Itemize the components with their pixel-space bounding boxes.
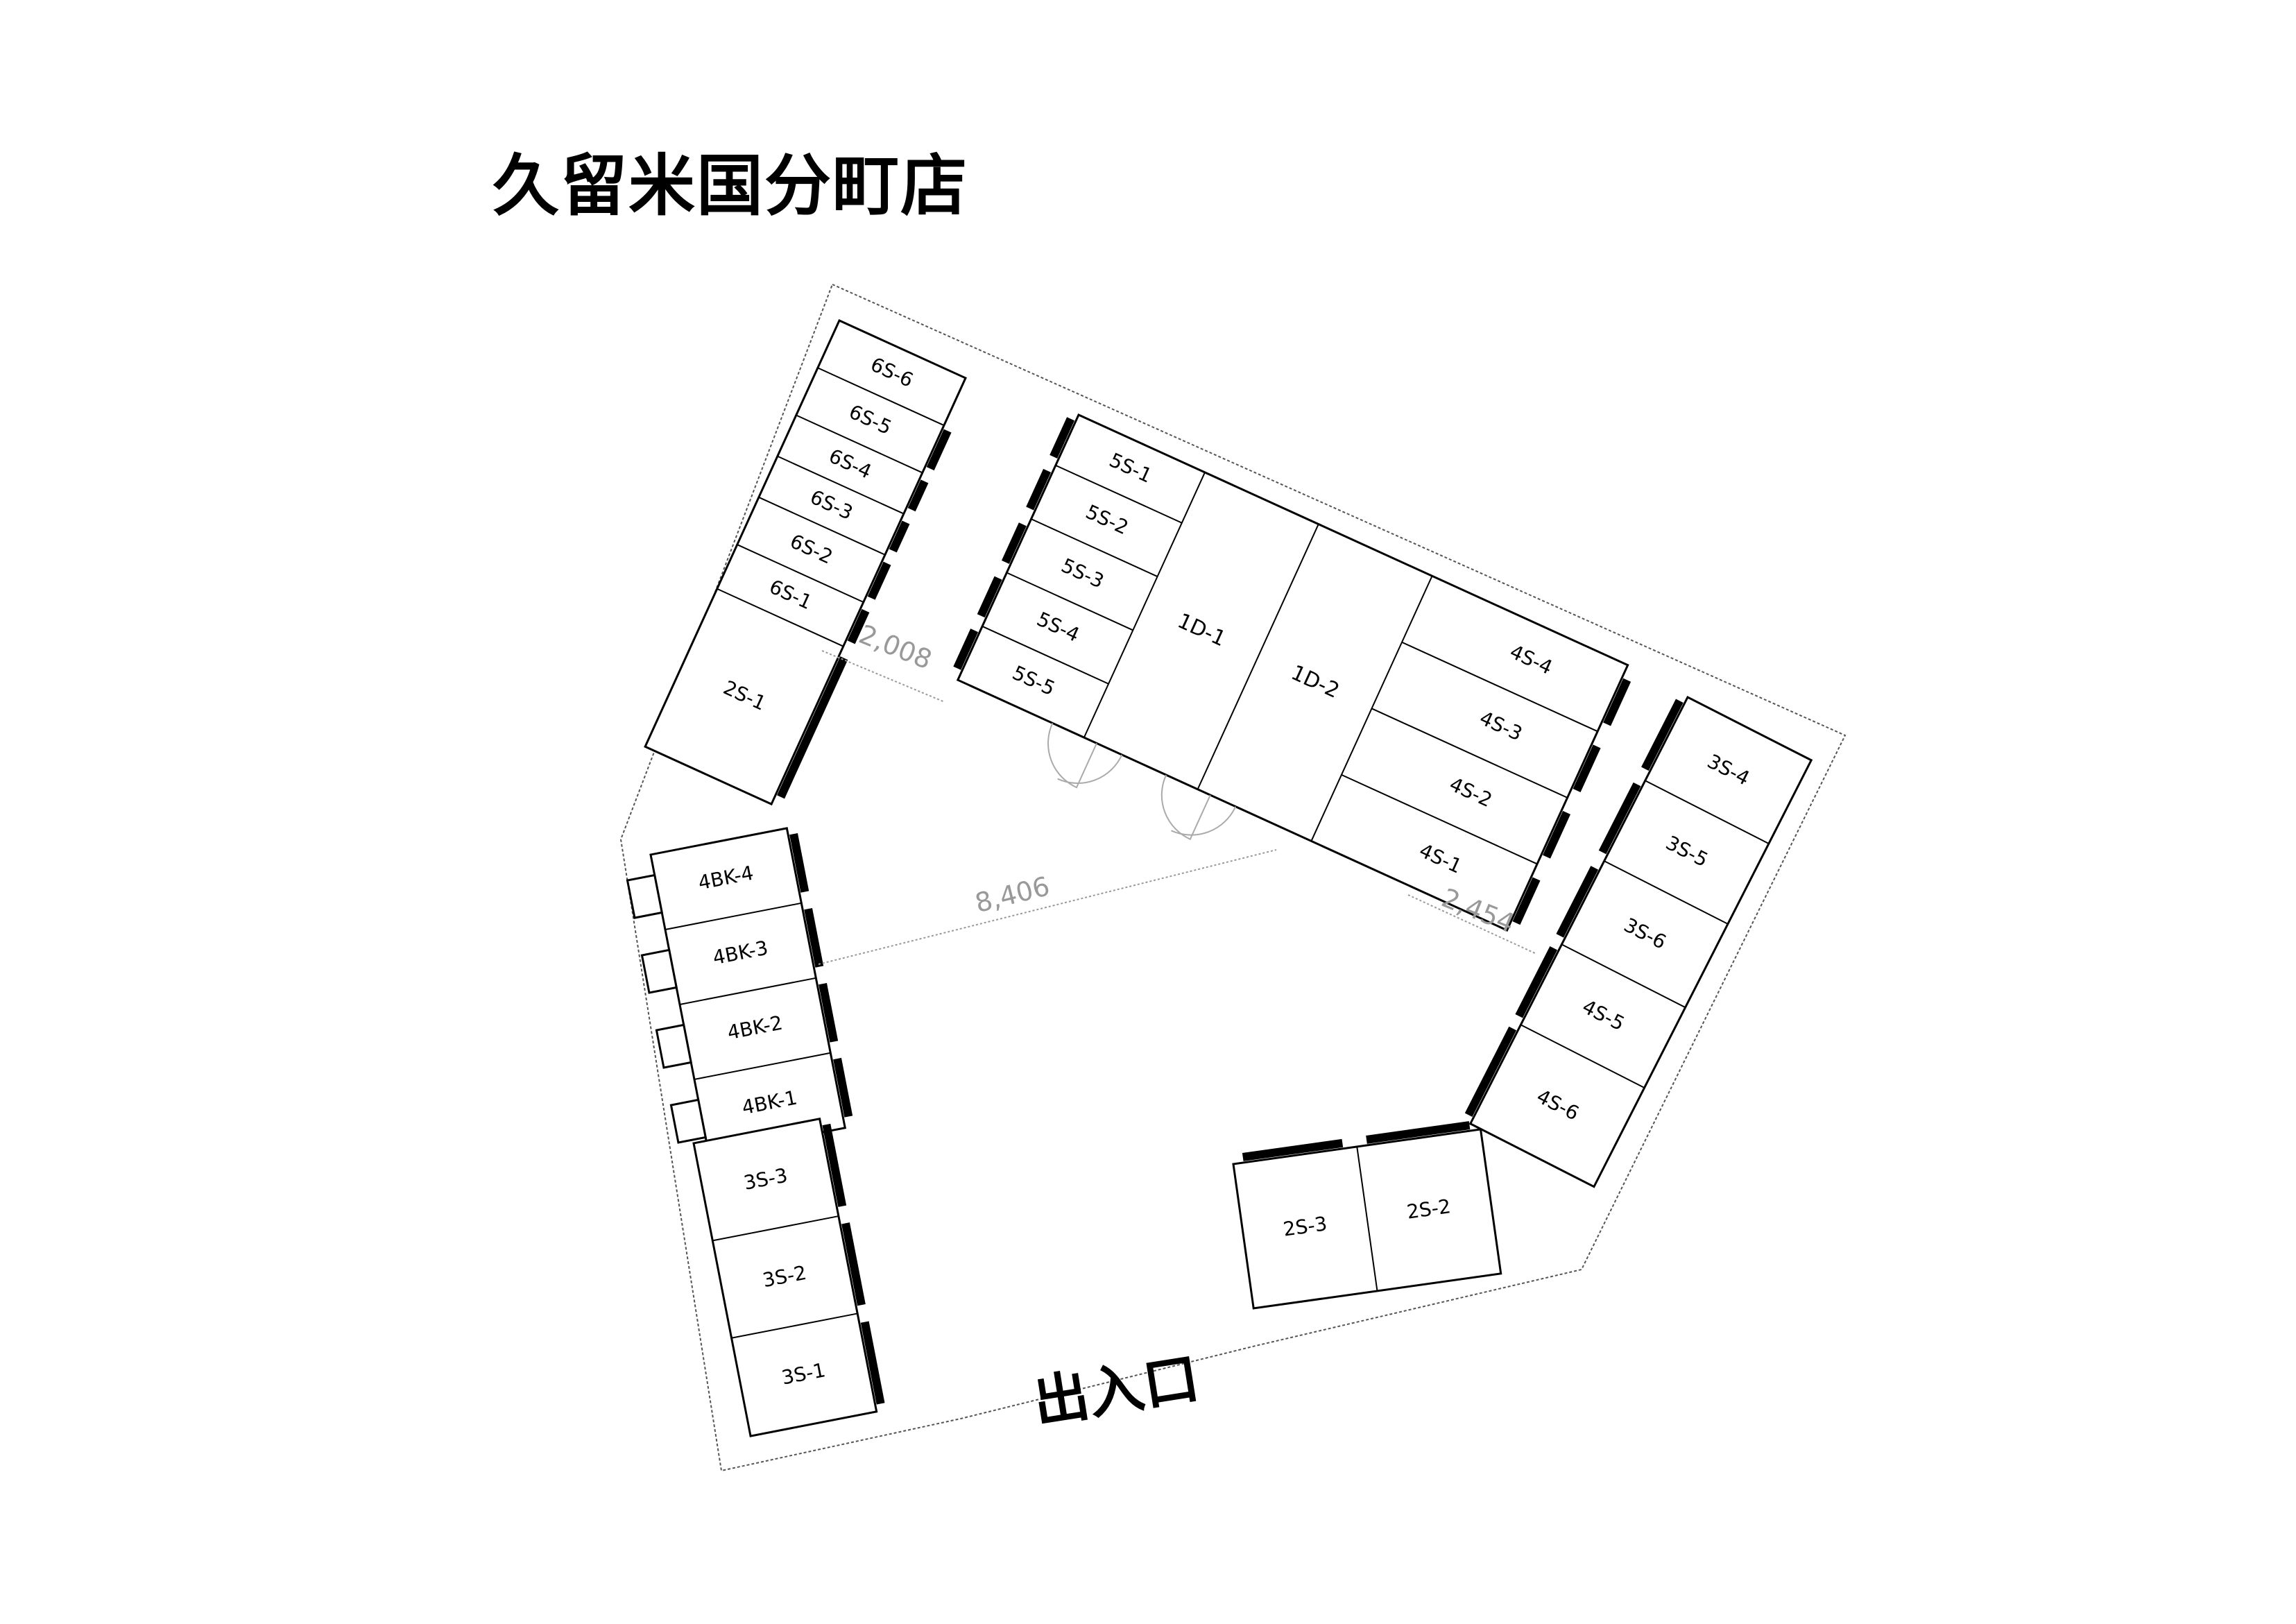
block-6s: 6S-6 6S-5 6S-4 6S-3 6S-2 6S-1 2S-1 [644, 319, 967, 806]
dimension-line-2454 [1407, 894, 1537, 955]
dimension-2008: 2,008 [855, 619, 936, 676]
site-boundary [619, 283, 1847, 1472]
block-main-outline [956, 413, 1629, 932]
block-3s-4s-right: 3S-4 3S-5 3S-6 4S-5 4S-6 [1464, 695, 1813, 1188]
block-3s-left-outline [692, 1117, 878, 1437]
block-4bk: 4BK-4 4BK-3 4BK-2 4BK-1 [626, 827, 853, 1156]
block-right-outline [1468, 695, 1813, 1188]
page-title: 久留米国分町店 [492, 147, 968, 225]
dimension-line-8406 [818, 849, 1277, 965]
dimension-8406: 8,406 [972, 871, 1052, 918]
entrance-label: 出入口 [1029, 1346, 1203, 1435]
block-5s-1d-4s: 5S-1 5S-2 5S-3 5S-4 5S-5 1D-1 1D-2 4S-4 … [953, 413, 1631, 932]
block-6s-outline [644, 319, 967, 806]
dimension-line-2008 [821, 650, 945, 703]
block-3s-left: 3S-3 3S-2 3S-1 [692, 1117, 885, 1437]
block-2s-pair: 2S-3 2S-2 [1232, 1121, 1502, 1310]
